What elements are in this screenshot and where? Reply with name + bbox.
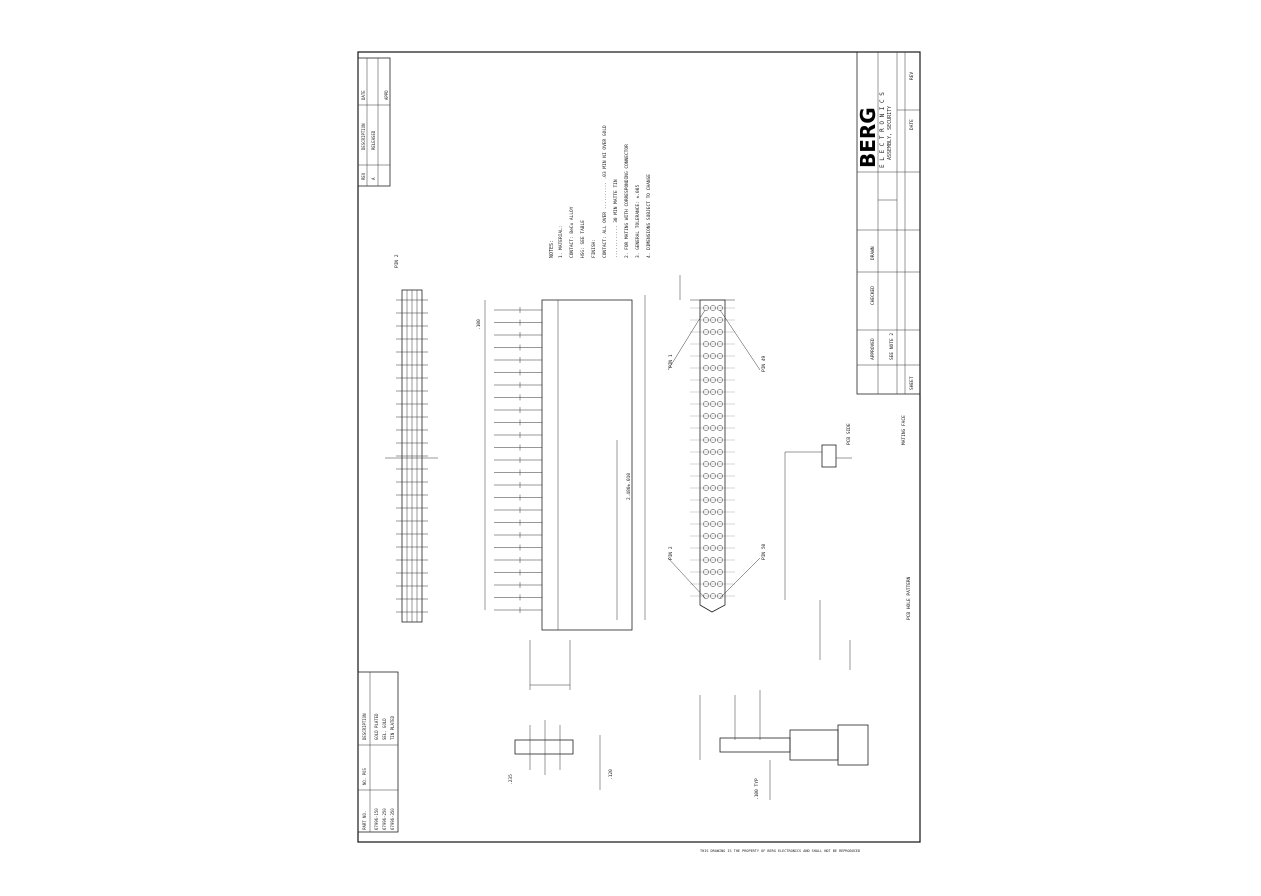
pin2-label-bottom: PIN 2 [668,546,674,560]
parts-header-desc: DESCRIPTION [362,713,367,740]
overall-dimension: 2.480±.010 [626,473,632,500]
pin1-label: PIN 1 [668,354,674,368]
end-view: PCB SIDE MATING FACE PCB HOLE PATTERN [784,415,912,620]
footer-note: THIS DRAWING IS THE PROPERTY OF BERG ELE… [700,849,860,853]
svg-text:TIN PLATED: TIN PLATED [390,715,395,740]
title-block: BERG E L E C T R O N I C S ASSEMBLY, SEC… [856,51,921,395]
note-line: CONTACT: BeCu ALLOY [569,206,575,258]
svg-text:SEL. GOLD: SEL. GOLD [382,718,387,740]
note-line: 4. DIMENSIONS SUBJECT TO CHANGE [646,174,652,258]
svg-text:DATE: DATE [361,90,366,100]
row-dimension: .100 TYP [754,778,760,800]
pin-grid-view: PIN 1 PIN 49 PIN 2 PIN 50 [667,275,767,613]
berg-logo: BERG E L E C T R O N I C S [856,92,886,168]
drawing-title: ASSEMBLY, SECURITY [887,106,893,160]
pin2-label: PIN 2 [394,254,400,268]
pitch-dimension: .100 [476,319,482,330]
height-dimension: .235 [508,774,514,785]
note-line: ............ 30 MIN MATTE TIN [613,179,619,258]
sheet-label: SHEET [909,376,915,390]
note-line: 3. GENERAL TOLERANCE: ±.005 [635,185,641,258]
notes-heading: NOTES: [549,240,555,258]
parts-table: PART NO. NO. POS DESCRIPTION 67996-150 6… [357,671,399,833]
svg-text:A: A [371,177,376,180]
svg-text:BERG: BERG [856,107,880,168]
svg-text:GOLD PLATED: GOLD PLATED [374,713,379,740]
svg-text:67996-150: 67996-150 [374,808,379,830]
svg-text:APPD: APPD [384,90,389,100]
notes-block: NOTES: 1. MATERIAL: CONTACT: BeCu ALLOY … [549,125,652,258]
sheet-border [357,51,921,843]
approval-drawn: DRAWN [870,246,876,260]
side-view-pins: PIN 2 [385,254,438,623]
bottom-details: .235 .120 .100 TYP [508,600,869,800]
contact-array-view: 2.480±.010 .100 [476,295,646,631]
svg-text:RELEASED: RELEASED [371,130,376,150]
note-line: FINISH: [591,239,597,258]
revision-label: REV [909,72,915,80]
note-line: CONTACT: ALL OVER .......... .03 MIN NI … [602,125,608,258]
pin50-label: PIN 50 [761,543,767,560]
parts-header-partno: PART NO. [362,811,367,830]
note-line: HSG: SEE TABLE [580,220,586,258]
svg-text:REV: REV [361,172,366,180]
see-note-label: SEE NOTE 2 [889,333,895,360]
approval-approved: APPROVED [870,338,876,360]
note-line: 1. MATERIAL: [558,225,564,258]
approval-checked: CHECKED [870,286,876,305]
svg-text:67996-350: 67996-350 [390,808,395,830]
pcb-pattern-label: PCB HOLE PATTERN [906,576,912,620]
drawing-number: DATE [909,119,915,130]
svg-text:DESCRIPTION: DESCRIPTION [361,123,366,150]
revision-table: DESCRIPTION RELEASED REV A DATE APPD [357,57,391,187]
parts-header-pos: NO. POS [362,768,367,785]
svg-text:67996-250: 67996-250 [382,808,387,830]
pin49-label: PIN 49 [761,355,767,372]
svg-text:E L E C T R O N I C S: E L E C T R O N I C S [879,92,886,168]
tail-dimension: .120 [608,769,614,780]
note-line: 2. FOR MATING WITH CORRESPONDING CONNECT… [624,144,630,258]
pcb-side-label: PCB SIDE [846,423,852,445]
mating-face-label: MATING FACE [901,415,907,445]
